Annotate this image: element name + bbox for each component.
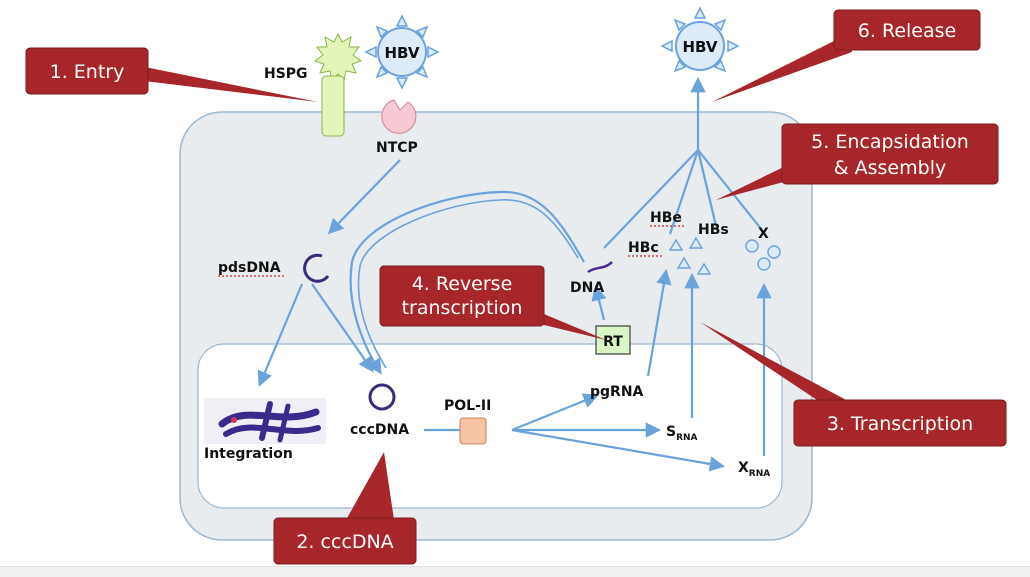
callout-reverse-transcription: 4. Reverse transcription [379, 265, 606, 340]
arrow-dna-to-assembly [603, 149, 699, 249]
hbe-label: HBe [650, 210, 682, 226]
hbv-release-label: HBV [683, 38, 718, 56]
hbv-virion-released [660, 6, 740, 73]
pathway-arrows [257, 76, 772, 472]
arrow-pol-to-xrna [511, 428, 726, 472]
svg-text:2. cccDNA: 2. cccDNA [296, 531, 393, 553]
integration-chromosome [204, 398, 326, 444]
arrow-pdsdna-to-integration [257, 283, 304, 387]
pol2-label: POL-II [444, 398, 491, 414]
pdsdna-partial-circle [303, 253, 330, 283]
ntcp-receptor [381, 99, 417, 134]
svg-text:6. Release: 6. Release [858, 20, 956, 42]
callout-release: 6. Release [712, 9, 981, 102]
arrow-pdsdna-to-cccdna [311, 283, 374, 373]
pdsdna-label: pdsDNA [218, 260, 281, 276]
callout-cccdna: 2. cccDNA [273, 452, 417, 565]
bottom-strip [0, 566, 1030, 577]
svg-text:5. Encapsidation: 5. Encapsidation [811, 131, 969, 153]
svg-text:4. Reverse: 4. Reverse [412, 273, 513, 295]
x-proteins [745, 239, 781, 271]
nucleus [197, 343, 783, 509]
pol2-enzyme [459, 417, 487, 445]
svg-text:3. Transcription: 3. Transcription [827, 413, 973, 435]
integration-label: Integration [204, 446, 293, 462]
s-rna-label: SRNA [666, 424, 698, 443]
svg-text:& Assembly: & Assembly [834, 157, 946, 179]
arrow-pol-to-pgrna [511, 393, 599, 432]
callout-transcription: 3. Transcription [700, 322, 1007, 447]
svg-text:1. Entry: 1. Entry [50, 61, 125, 83]
arrow-rt-to-dna [591, 285, 607, 321]
cccdna-label: cccDNA [350, 422, 409, 438]
hbc-label: HBc [628, 240, 659, 256]
dna-strand [587, 261, 613, 274]
hbc-hbs-proteins [668, 236, 712, 275]
rt-label: RT [603, 334, 623, 350]
svg-text:transcription: transcription [402, 297, 523, 319]
dna-label: DNA [570, 280, 604, 296]
hbv-virion-top [364, 14, 440, 90]
arrow-pgrna-to-hbc [646, 268, 672, 377]
hbs-label: HBs [698, 222, 729, 238]
hspg-label: HSPG [264, 66, 308, 82]
x-protein-label: X [758, 226, 769, 242]
arrow-recycling-to-cccdna [349, 190, 585, 375]
rt-box [595, 325, 631, 355]
arrow-ntcp-to-pdsdna [327, 159, 401, 235]
pgrna-label: pgRNA [590, 384, 644, 400]
callout-encapsidation: 5. Encapsidation & Assembly [716, 123, 999, 200]
hspg-receptor [313, 32, 363, 137]
hbv-top-label: HBV [385, 44, 420, 62]
cccdna-circle [368, 383, 396, 411]
x-rna-label: XRNA [738, 460, 770, 479]
callout-entry: 1. Entry [25, 47, 318, 102]
ntcp-label: NTCP [376, 140, 418, 156]
